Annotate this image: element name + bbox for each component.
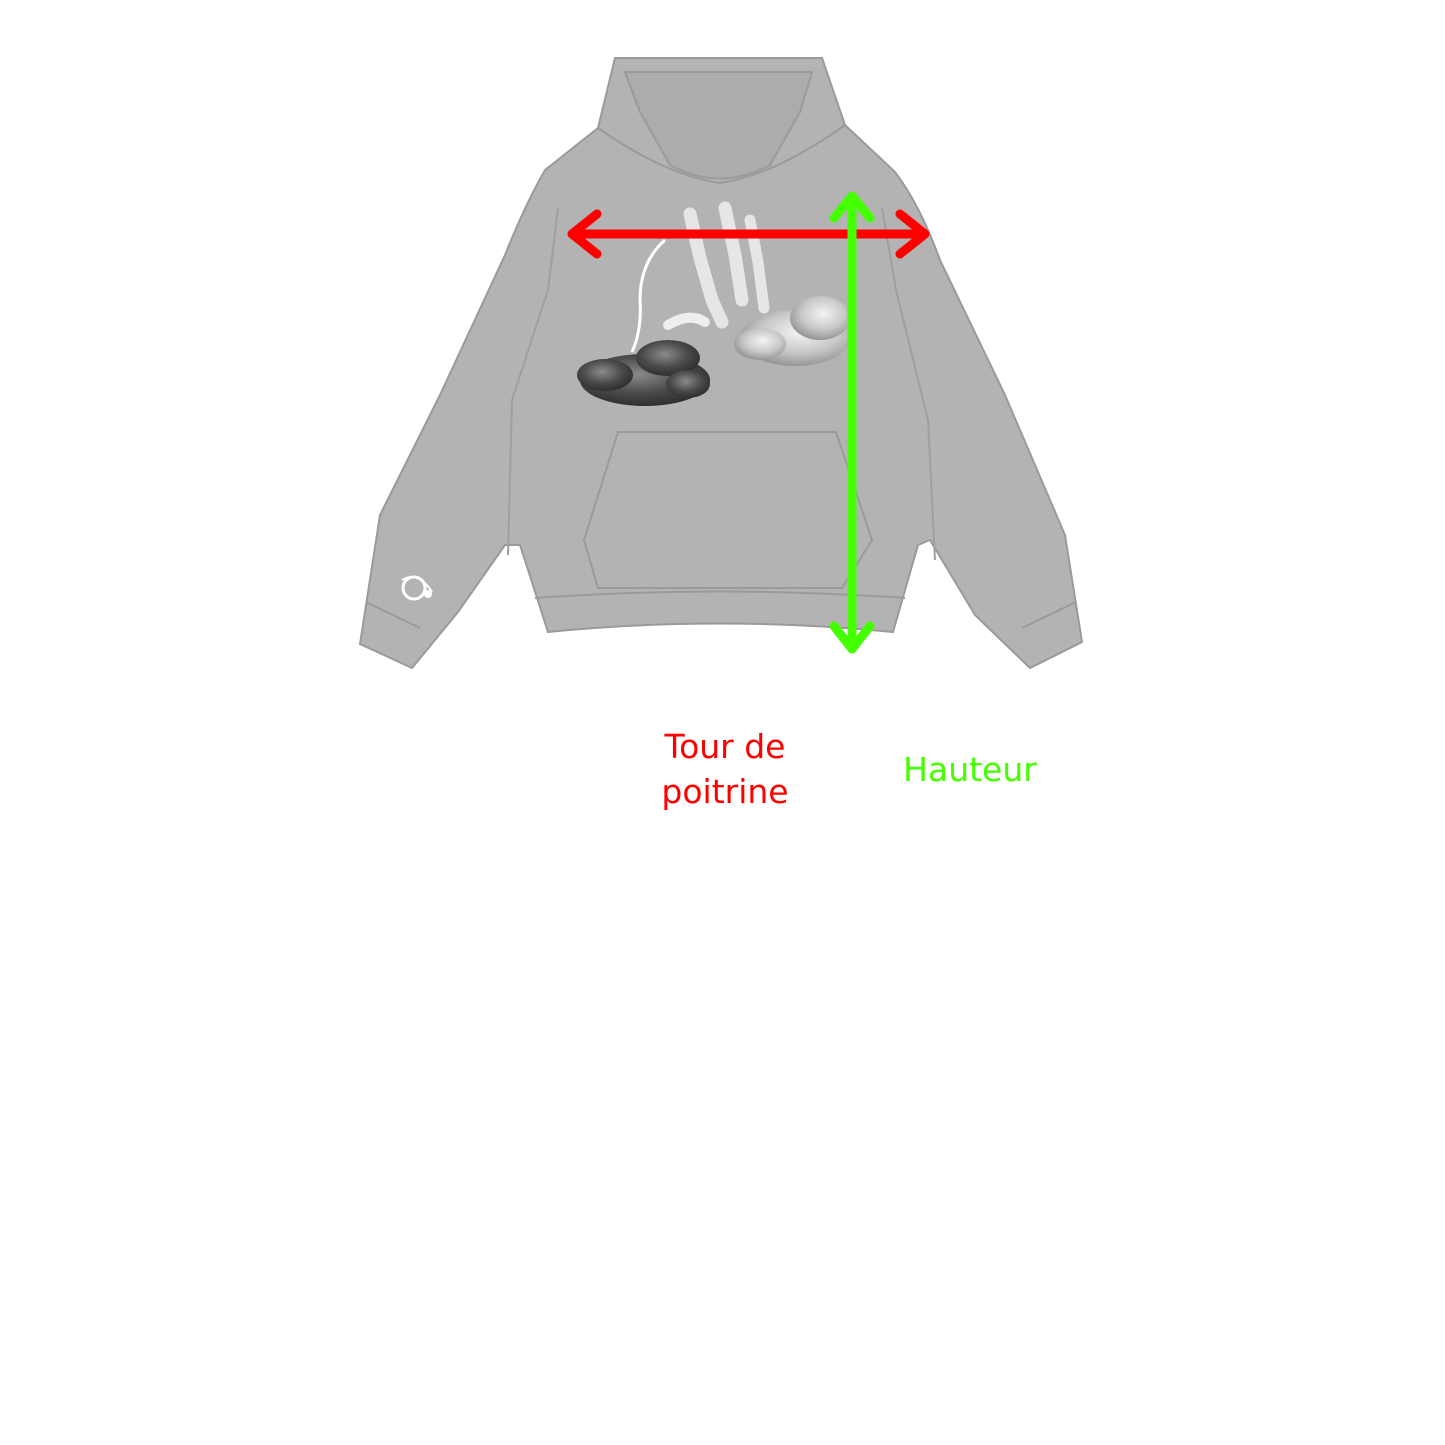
chest-label-line-2: poitrine <box>661 772 789 811</box>
dark-cloud-graphic <box>577 340 710 406</box>
print-smoke-loop <box>663 312 710 330</box>
chest-label-line-1: Tour de <box>664 727 786 766</box>
height-measurement-arrow <box>829 191 875 654</box>
right-side-seam <box>881 207 936 561</box>
print-smoke-trail-2 <box>718 201 749 307</box>
chest-measurement-arrow <box>567 209 930 259</box>
hood-seam <box>597 124 846 185</box>
left-side-seam <box>507 207 559 556</box>
kangaroo-pocket <box>582 431 874 589</box>
hoodie-body <box>358 57 1084 670</box>
sleeve-logo-icon <box>401 575 433 601</box>
light-cloud-graphic <box>734 296 850 366</box>
hood-inner <box>623 71 814 180</box>
chest-measurement-label: Tour de poitrine <box>625 724 825 814</box>
right-cuff-line <box>1021 601 1077 629</box>
height-measurement-label: Hauteur <box>903 750 1037 789</box>
print-script-stroke <box>630 238 666 353</box>
left-cuff-line <box>365 601 421 629</box>
